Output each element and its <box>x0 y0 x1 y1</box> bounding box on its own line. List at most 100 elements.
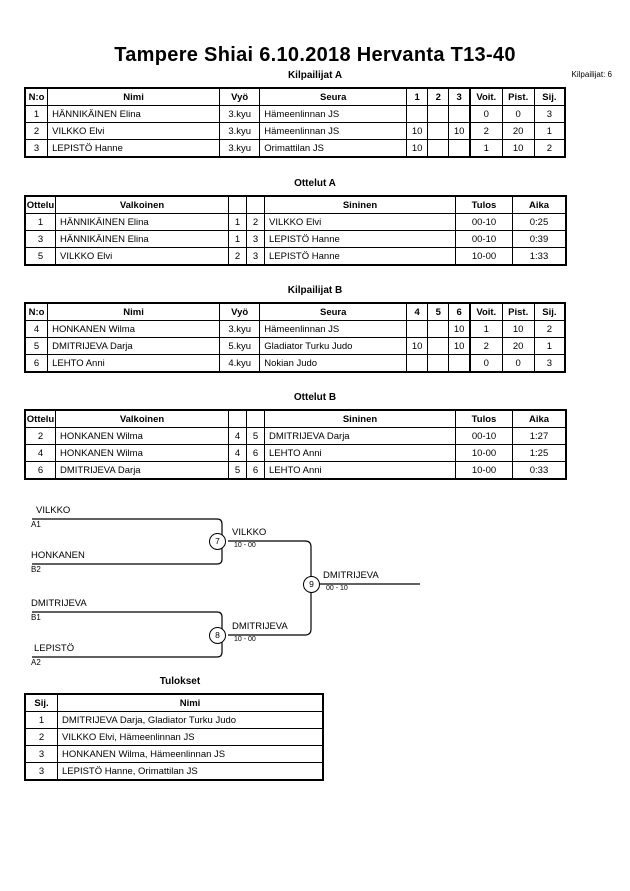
bracket-entry-name-3: DMITRIJEVA <box>31 598 87 609</box>
matches-b-table: Ottelu Valkoinen Sininen Tulos Aika 2 HO… <box>25 410 566 479</box>
cell-time: 0:39 <box>512 230 566 248</box>
col-wins: Voit. <box>468 303 503 321</box>
cell-club: Gladiator Turku Judo <box>259 337 408 355</box>
table-header-row: Ottelu Valkoinen Sininen Tulos Aika <box>25 410 566 428</box>
bracket-line-b1 <box>32 611 223 630</box>
cell-belt: 3.kyu <box>219 105 261 123</box>
cell-m6: 10 <box>448 320 471 338</box>
cell-name: LEPISTÖ Hanne, Orimattilan JS <box>57 762 323 780</box>
cell-blue: DMITRIJEVA Darja <box>264 427 456 445</box>
cell-white-no: 5 <box>228 461 247 479</box>
cell-no: 3 <box>24 139 49 157</box>
bracket-entry-name-4: LEPISTÖ <box>34 643 75 654</box>
cell-m6: 10 <box>448 337 471 355</box>
cell-white-no: 4 <box>228 444 247 462</box>
bracket-entry-seed-2: B2 <box>31 565 41 574</box>
col-m4: 4 <box>406 303 429 321</box>
cell-match: 1 <box>25 213 56 231</box>
col-name: Nimi <box>57 694 323 712</box>
cell-club: Hämeenlinnan JS <box>259 122 408 140</box>
cell-blue: VILKKO Elvi <box>264 213 456 231</box>
bracket-entry-name-2: HONKANEN <box>31 550 85 561</box>
table-row: 5 VILKKO Elvi 2 3 LEPISTÖ Hanne 10-00 1:… <box>25 247 566 265</box>
cell-result: 10-00 <box>455 247 513 265</box>
cell-m3: 10 <box>448 122 471 140</box>
competitor-count-label: Kilpailijat: 6 <box>571 70 612 79</box>
cell-no: 6 <box>24 354 49 372</box>
cell-m6 <box>448 354 471 372</box>
matches-a-caption: Ottelut A <box>294 178 336 189</box>
col-rank: Sij. <box>533 303 566 321</box>
cell-name: HÄNNIKÄINEN Elina <box>47 105 221 123</box>
cell-m2 <box>427 122 450 140</box>
cell-match: 6 <box>25 461 56 479</box>
bracket-entry-seed-4: A2 <box>31 658 41 667</box>
table-header-row: Ottelu Valkoinen Sininen Tulos Aika <box>25 196 566 214</box>
cell-belt: 3.kyu <box>219 139 261 157</box>
cell-result: 10-00 <box>455 444 513 462</box>
cell-m5 <box>427 354 450 372</box>
cell-belt: 3.kyu <box>219 320 261 338</box>
col-belt: Vyö <box>219 88 261 106</box>
col-m1: 1 <box>406 88 429 106</box>
table-row: 3 HÄNNIKÄINEN Elina 1 3 LEPISTÖ Hanne 00… <box>25 230 566 248</box>
cell-name: VILKKO Elvi, Hämeenlinnan JS <box>57 728 323 746</box>
bracket-score-9: 00 - 10 <box>326 585 348 592</box>
col-name: Nimi <box>47 88 221 106</box>
cell-points: 20 <box>501 122 535 140</box>
results-caption: Tulokset <box>159 676 201 687</box>
cell-blue-no: 5 <box>246 427 265 445</box>
results-table: Sij. Nimi 1 DMITRIJEVA Darja, Gladiator … <box>25 694 323 780</box>
table-header-row: Sij. Nimi <box>25 694 323 712</box>
cell-club: Nokian Judo <box>259 354 408 372</box>
cell-m4: 10 <box>406 337 429 355</box>
cell-club: Hämeenlinnan JS <box>259 320 408 338</box>
table-header-row: N:o Nimi Vyö Seura 1 2 3 Voit. Pist. Sij… <box>24 88 566 106</box>
cell-points: 20 <box>501 337 535 355</box>
cell-m4 <box>406 354 429 372</box>
cell-points: 0 <box>501 354 535 372</box>
cell-result: 10-00 <box>455 461 513 479</box>
cell-belt: 5.kyu <box>219 337 261 355</box>
cell-name: HONKANEN Wilma, Hämeenlinnan JS <box>57 745 323 763</box>
cell-white-no: 4 <box>228 427 247 445</box>
cell-white: HÄNNIKÄINEN Elina <box>55 230 229 248</box>
col-white-no <box>228 196 247 214</box>
col-rank: Sij. <box>533 88 566 106</box>
col-match: Ottelu <box>25 196 56 214</box>
col-blue-no <box>246 196 265 214</box>
cell-name: VILKKO Elvi <box>47 122 221 140</box>
cell-white: DMITRIJEVA Darja <box>55 461 229 479</box>
cell-rank: 1 <box>533 337 566 355</box>
matches-a-table: Ottelu Valkoinen Sininen Tulos Aika 1 HÄ… <box>25 196 566 265</box>
cell-no: 5 <box>24 337 49 355</box>
cell-time: 1:25 <box>512 444 566 462</box>
bracket-match-number-7: 7 <box>209 533 226 550</box>
cell-result: 00-10 <box>455 213 513 231</box>
cell-points: 10 <box>501 320 535 338</box>
cell-name: LEPISTÖ Hanne <box>47 139 221 157</box>
col-points: Pist. <box>501 303 535 321</box>
cell-wins: 2 <box>468 337 503 355</box>
cell-name: DMITRIJEVA Darja, Gladiator Turku Judo <box>57 711 323 729</box>
cell-blue-no: 3 <box>246 247 265 265</box>
cell-rank: 3 <box>25 745 58 763</box>
bracket-match-number-9: 9 <box>303 576 320 593</box>
cell-rank: 2 <box>25 728 58 746</box>
col-belt: Vyö <box>219 303 261 321</box>
cell-no: 4 <box>24 320 49 338</box>
col-no: N:o <box>24 88 49 106</box>
bracket-winner-7: VILKKO <box>232 527 267 538</box>
cell-white: HONKANEN Wilma <box>55 427 229 445</box>
bracket-score-7: 10 - 00 <box>234 542 256 549</box>
table-row: 1 DMITRIJEVA Darja, Gladiator Turku Judo <box>25 711 323 729</box>
cell-name: LEHTO Anni <box>47 354 221 372</box>
cell-m2 <box>427 139 450 157</box>
cell-white-no: 1 <box>228 230 247 248</box>
cell-m4 <box>406 320 429 338</box>
cell-belt: 3.kyu <box>219 122 261 140</box>
cell-time: 0:25 <box>512 213 566 231</box>
table-row: 6 DMITRIJEVA Darja 5 6 LEHTO Anni 10-00 … <box>25 461 566 479</box>
cell-name: DMITRIJEVA Darja <box>47 337 221 355</box>
cell-m2 <box>427 105 450 123</box>
